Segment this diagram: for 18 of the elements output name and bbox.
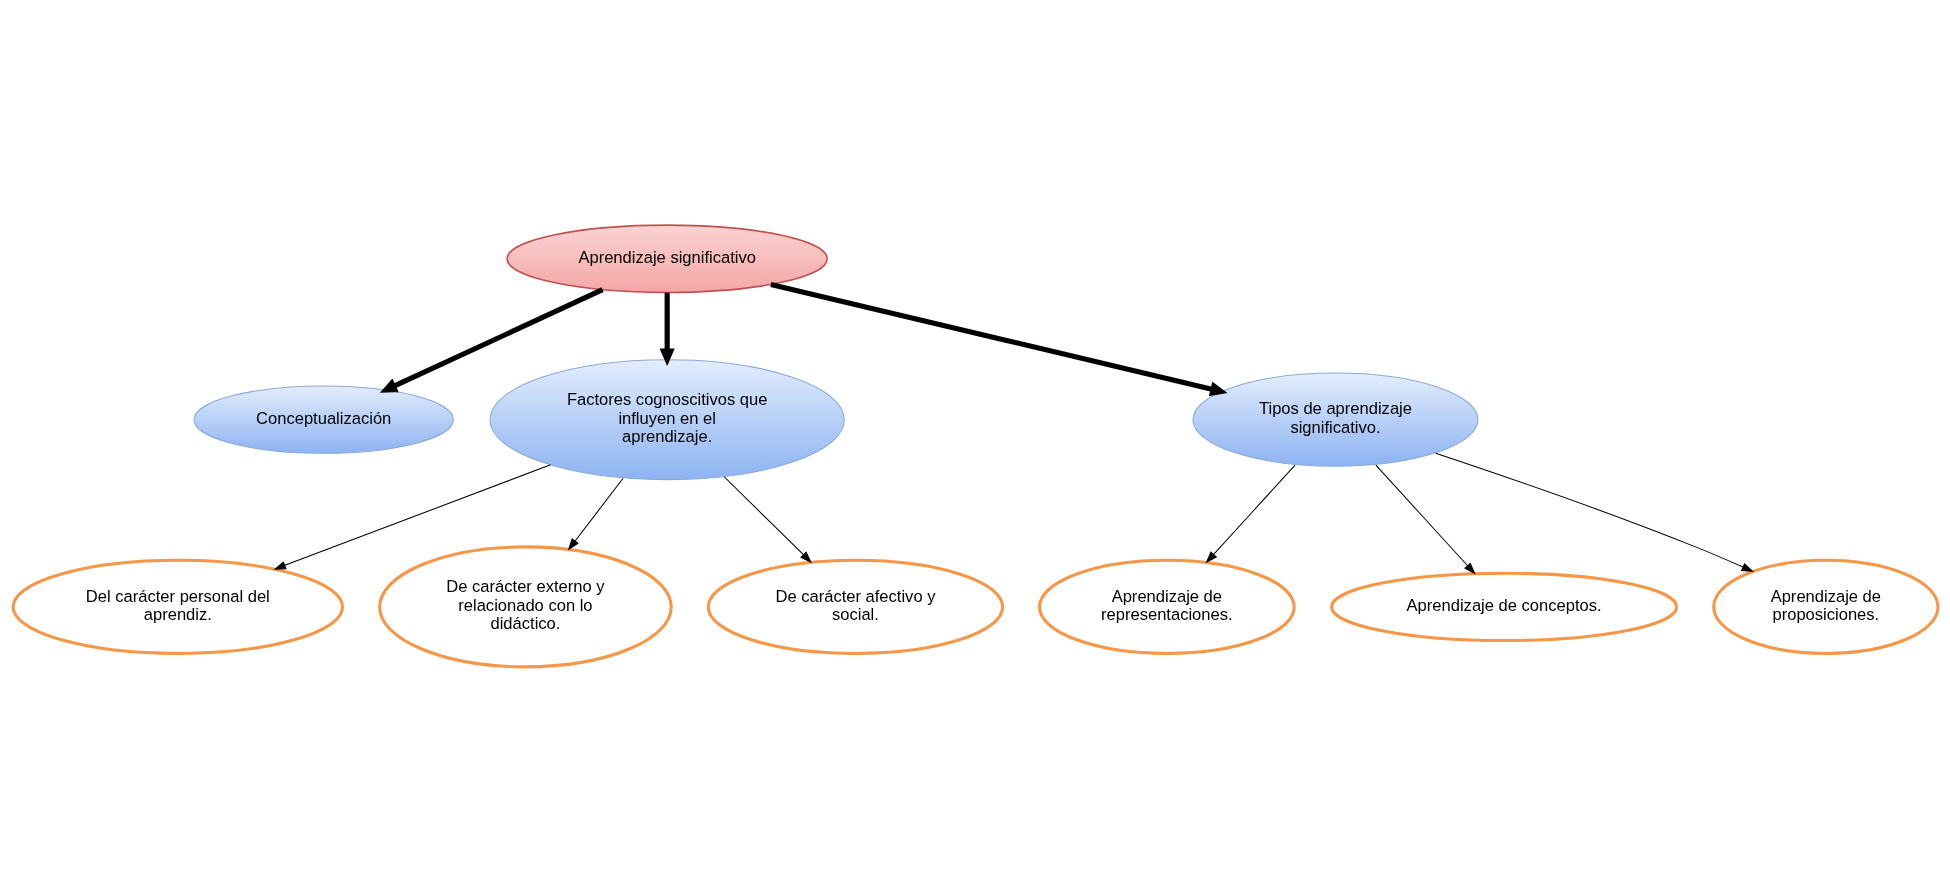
arrow (1205, 464, 1296, 564)
arrow (659, 292, 675, 366)
node-ellipse: Tipos de aprendizaje significativo. (1191, 372, 1478, 467)
arrow (1434, 452, 1754, 572)
node-ellipse: Aprendizaje de conceptos. (1329, 571, 1678, 643)
arrow (769, 281, 1227, 397)
arrow (379, 287, 604, 393)
node-ellipse: De carácter afectivo y social. (706, 558, 1004, 655)
arrow (1374, 464, 1476, 575)
node-ellipse: Factores cognoscitivos que influyen en el aprendizaje. (489, 359, 845, 481)
arrow (567, 477, 624, 551)
arrow (723, 476, 812, 564)
node-ellipse: Aprendizaje significativo (505, 224, 828, 294)
node-ellipse: Aprendizaje de proposiciones. (1711, 558, 1939, 655)
node-ellipse: De carácter externo y relacionado con lo didáctico. (377, 545, 673, 669)
node-ellipse: Aprendizaje de representaciones. (1037, 558, 1296, 655)
node-ellipse: Conceptualización (193, 385, 454, 454)
arrow (273, 464, 551, 570)
